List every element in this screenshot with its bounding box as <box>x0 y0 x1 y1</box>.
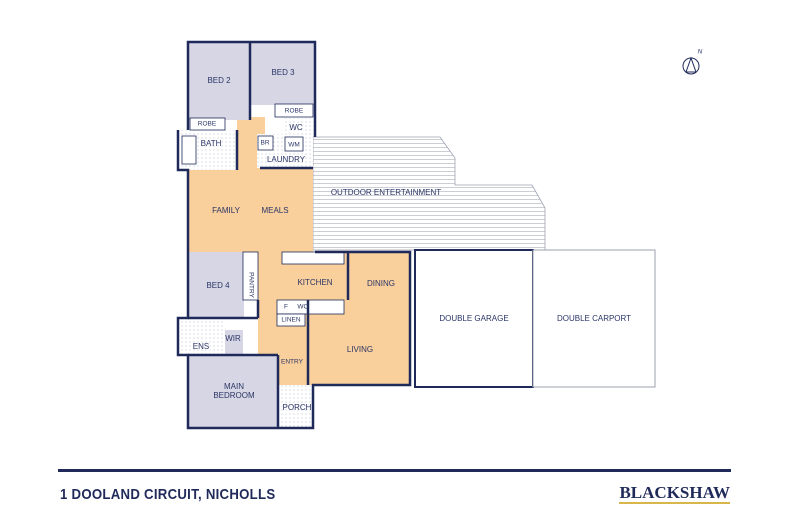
room-bath: BATH <box>201 139 222 148</box>
property-address: 1 DOOLAND CIRCUIT, NICHOLLS <box>60 486 276 503</box>
room-wall-oven: WO <box>297 304 308 311</box>
room-robe: ROBE <box>198 121 217 128</box>
room-family: FAMILY <box>212 206 241 215</box>
room-bed-3: BED 3 <box>271 68 295 77</box>
walls <box>176 40 412 430</box>
room-wm: WM <box>288 142 300 149</box>
room-kitchen: KITCHEN <box>297 278 332 287</box>
room-porch: PORCH <box>283 403 312 412</box>
double-garage <box>414 249 534 388</box>
double-carport <box>532 249 656 388</box>
room-robe: ROBE <box>285 108 304 115</box>
room-wir: WIR <box>225 334 241 343</box>
room-bed-4: BED 4 <box>206 281 230 290</box>
room-main-bedroom: MAIN <box>224 382 244 391</box>
room-living: LIVING <box>347 345 373 354</box>
room-linen: LINEN <box>281 317 300 324</box>
room-wc: WC <box>289 123 303 132</box>
room-main-bedroom: BEDROOM <box>213 391 255 400</box>
compass-north-label: N <box>698 49 703 56</box>
bedrooms <box>188 42 315 428</box>
brand-logo: BLACKSHAW <box>619 483 730 504</box>
room-fridge: F <box>284 304 288 311</box>
room-entry: ENTRY <box>281 359 304 366</box>
north-compass-icon: N <box>682 49 703 75</box>
room-bed-2: BED 2 <box>207 76 231 85</box>
room-ensuite: ENS <box>193 342 209 351</box>
room-meals: MEALS <box>261 206 288 215</box>
room-pantry: PANTRY <box>247 272 254 298</box>
room-double-carport: DOUBLE CARPORT <box>557 314 631 323</box>
room-outdoor-entertainment: OUTDOOR ENTERTAINMENT <box>331 188 441 197</box>
room-br: BR <box>260 140 269 147</box>
outdoor-deck <box>312 136 546 251</box>
room-double-garage: DOUBLE GARAGE <box>439 314 508 323</box>
room-dining: DINING <box>367 279 395 288</box>
footer-divider <box>58 469 731 472</box>
room-laundry: LAUNDRY <box>267 155 306 164</box>
